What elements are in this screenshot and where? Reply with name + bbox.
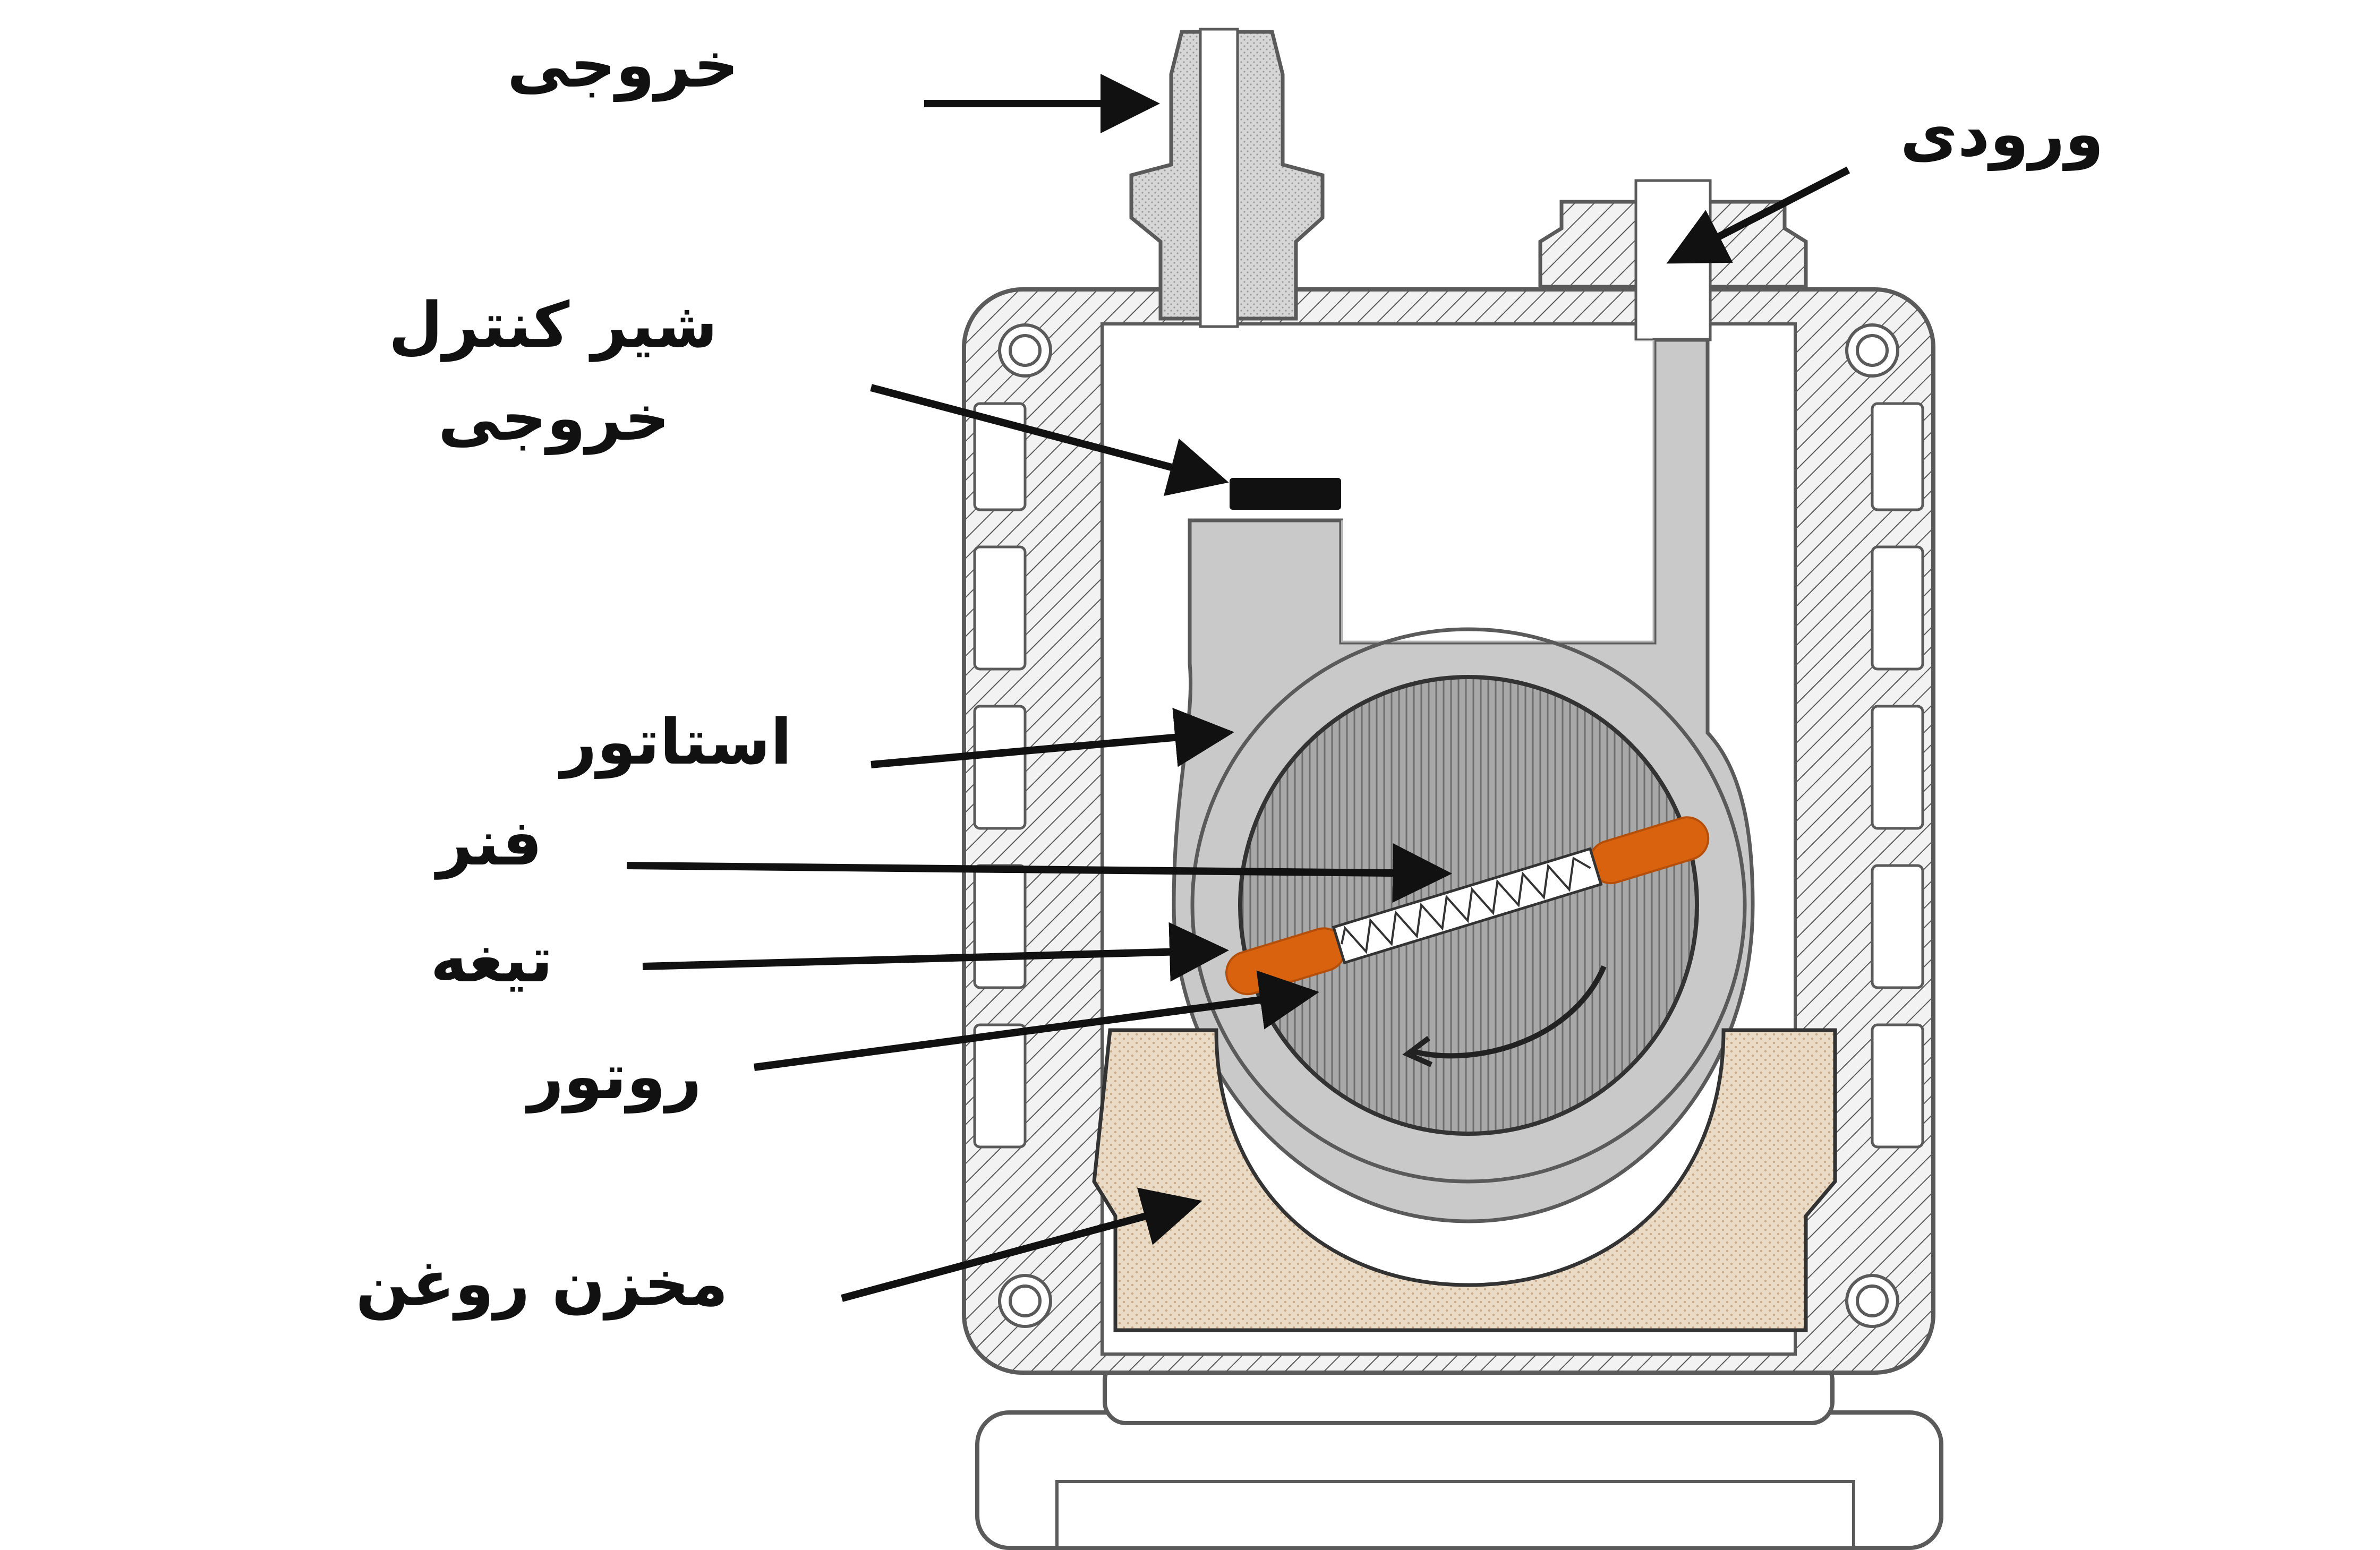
outlet-valve-label-line1: شیر کنترل — [388, 288, 718, 362]
vane-arrow — [642, 922, 1229, 982]
outlet-fitting — [1129, 28, 1325, 328]
callout-arrows — [626, 74, 1850, 1302]
spring-coil — [1340, 857, 1591, 954]
pump-base — [975, 1357, 1943, 1550]
stator-arrow — [871, 707, 1234, 768]
left-fins — [973, 402, 1027, 1149]
rotor-label: روتور — [527, 1040, 702, 1113]
oil-reservoir-label: مخزن روغن — [355, 1247, 728, 1320]
outlet-label: خروجی — [507, 28, 739, 101]
oil-reservoir-area — [1092, 1028, 1837, 1332]
spring-arrow — [626, 843, 1452, 903]
spring-label: فنر — [437, 806, 542, 879]
stator-ring — [1190, 627, 1747, 1184]
oil-reservoir-arrow — [841, 1187, 1202, 1302]
spring-slot — [1332, 847, 1603, 965]
outlet-valve-flap — [1230, 478, 1341, 510]
stator-label: استاتور — [560, 705, 792, 778]
vane-label: تیغه — [430, 923, 553, 996]
housing-bolts — [998, 323, 1899, 1328]
vane-assembly — [1225, 816, 1710, 996]
right-fins — [1871, 402, 1924, 1149]
inlet-arrow — [1666, 166, 1850, 264]
rotor-arrow — [754, 970, 1319, 1071]
outlet-valve-label-line2: خروجی — [438, 381, 670, 455]
inlet-label: ورودی — [1900, 97, 2104, 170]
outlet-valve-arrow — [870, 384, 1229, 496]
